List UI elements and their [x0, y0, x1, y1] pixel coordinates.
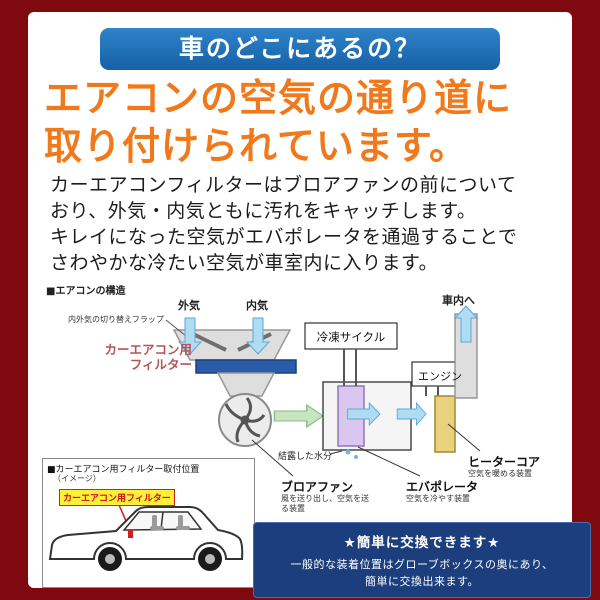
inside-air-label: 内気 — [246, 299, 268, 312]
page-title-banner: 車のどこにあるの？ — [100, 28, 500, 70]
mounting-position-box: ■カーエアコン用フィルター取付位置 （イメージ） カーエアコン用フィルター — [42, 458, 255, 588]
diagram-title: ■エアコンの構造 — [46, 286, 126, 297]
description-line: キレイになった空気がエバポレータを通過することで — [50, 226, 518, 248]
cabin-filter-label: カーエアコン用 フィルター — [104, 342, 192, 372]
filter-to-fan-duct — [216, 372, 276, 397]
info-box-line2: 簡単に交換出来ます。 — [365, 575, 479, 588]
rear-wheel-hub — [205, 554, 215, 564]
mounting-position-subtitle: （イメージ） — [53, 474, 101, 483]
blower-fan-desc: 風を送り出し、空気を送る装置 — [281, 494, 369, 513]
blower-fan-icon — [218, 393, 272, 447]
water-droplet — [354, 455, 358, 459]
engine-label: エンジン — [418, 370, 462, 383]
description-line: カーエアコンフィルターはブロアファンの前について — [50, 174, 517, 196]
easy-replacement-info-box: ★簡単に交換できます★ 一般的な装着位置はグローブボックスの奥にあり、 簡単に交… — [253, 522, 591, 598]
car-side-view-illustration — [48, 504, 244, 571]
to-cabin-label: 車内へ — [442, 294, 475, 307]
mounting-position-title: ■カーエアコン用フィルター取付位置 — [47, 465, 200, 475]
hvac-unit-box — [322, 381, 412, 451]
air-to-heater-arrow — [396, 402, 427, 426]
heater-core-leader — [447, 423, 481, 452]
heater-core-block — [434, 395, 456, 453]
air-through-evaporator-arrow — [347, 402, 381, 426]
intake-flap — [237, 332, 272, 352]
headline-line1: エアコンの空気の通り道に — [44, 76, 513, 120]
intake-flap — [192, 332, 227, 352]
evaporator-block — [337, 385, 365, 447]
main-headline: エアコンの空気の通り道に 取り付けられています。 — [44, 74, 564, 170]
blower-fan-label: ブロアファン — [281, 480, 354, 494]
evaporator-label: エバポレータ — [406, 480, 479, 494]
inside-air-arrow — [246, 317, 270, 355]
description-text: カーエアコンフィルターはブロアファンの前について おり、外気・内気ともに汚れをキ… — [50, 172, 560, 276]
evaporator-leader — [357, 446, 421, 477]
fan-outflow-arrow — [273, 404, 324, 428]
heater-core-label: ヒーターコア — [468, 455, 541, 469]
cabin-filter-bar — [195, 359, 297, 374]
outside-air-label: 外気 — [178, 299, 200, 312]
headline-line2: 取り付けられています。 — [44, 124, 469, 168]
cabin-outlet-duct — [454, 313, 478, 399]
front-wheel-hub — [105, 554, 115, 564]
water-droplet — [345, 449, 351, 455]
filter-location-tag: カーエアコン用フィルター — [59, 489, 175, 506]
info-box-line1: 一般的な装着位置はグローブボックスの奥にあり、 — [290, 558, 554, 571]
description-line: おり、外気・内気ともに汚れをキャッチします。 — [50, 200, 477, 222]
content-panel: 車のどこにあるの？ エアコンの空気の通り道に 取り付けられています。 カーエアコ… — [28, 12, 591, 598]
car-seat — [150, 515, 164, 530]
car-seat — [176, 515, 190, 530]
info-box-title: ★簡単に交換できます★ — [343, 535, 501, 551]
filter-position-marker — [128, 530, 133, 538]
flap-note: 内外気の切り替えフラップ — [68, 315, 164, 324]
condensed-water-label: 結露した水分 — [278, 452, 333, 462]
evaporator-desc: 空気を冷やす装置 — [406, 494, 470, 503]
refrigeration-cycle-label: 冷凍サイクル — [316, 330, 386, 344]
flap-leader-line — [165, 319, 187, 337]
heater-core-desc: 空気を暖める装置 — [468, 469, 532, 478]
description-line: さわやかな冷たい空気が車室内に入ります。 — [50, 252, 439, 274]
to-cabin-arrow — [454, 305, 478, 343]
